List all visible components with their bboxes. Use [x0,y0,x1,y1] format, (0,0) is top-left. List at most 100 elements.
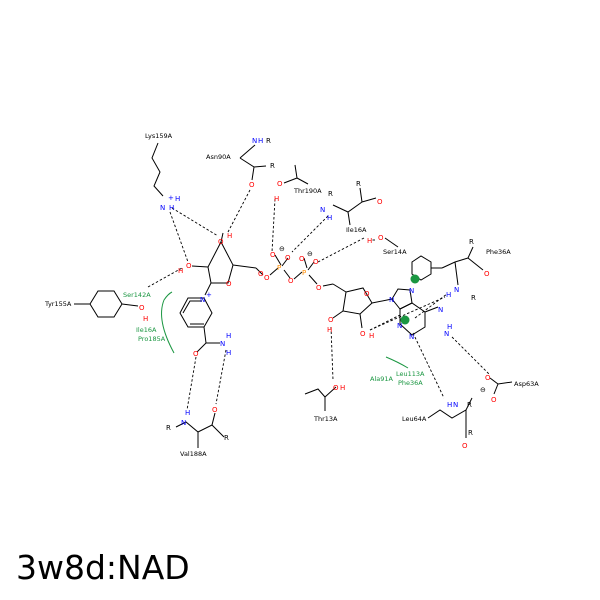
ile16-r-group-2: R [356,180,361,188]
val188-r-group: R [166,424,171,432]
leu64-hydrogen: H [447,401,452,409]
label-leu113: Leu113A [396,370,425,378]
label-phe36-top: Phe36A [486,248,511,256]
nad-ligand [179,232,439,353]
p2-negative-charge: ⊖ [307,250,313,258]
bridge-oxygen-1: O [264,274,270,282]
label-leu64: Leu64A [402,415,427,423]
lys-n-plus: + [168,194,174,202]
residue-thr13 [304,386,337,411]
ile16-hydrogen: H [327,214,332,222]
ile16-r-group: R [328,190,333,198]
ribose1-ring-oxygen: O [226,280,232,288]
label-thr13: Thr13A [313,415,338,423]
ribose2-o2-hydrogen: H [369,332,374,340]
residue-ile16-backbone [332,187,377,226]
ribose1-o3-hydrogen: H [178,267,183,275]
phe36-r-group: R [469,238,474,246]
adenine-ring [391,288,439,336]
residue-labels: Lys159A Asn90A Thr190A Ile16A Ser14A Phe… [44,132,539,458]
amide-nitrogen: N [220,340,225,348]
residue-leu64 [427,397,473,438]
structure-caption: 3w8d:NAD [16,548,190,587]
amide-hydrogen-1: H [226,332,231,340]
val188-oxygen: O [212,406,218,414]
pi-stacking-marker-adenine [400,315,410,325]
phosphorus-2: P [302,269,306,277]
asp63-oxygen-2: O [491,396,497,404]
ser14-hydrogen: H [367,237,372,245]
ribose2-o3-oxygen: O [328,316,334,324]
asn-r-group: R [266,137,271,145]
asn-r-group-2: R [270,162,275,170]
asn-hydrogen: H [258,137,263,145]
tyr-oxygen: O [139,304,145,312]
phe36-r-group-2: R [471,294,476,302]
asn-nitrogen: N [252,137,257,145]
thr190-hydrogen: H [274,195,279,203]
p1-oxygen-b: O [270,251,276,259]
residue-val188 [175,412,225,448]
o5-adenosine-oxygen: O [316,284,322,292]
p1-negative-charge: ⊖ [279,245,285,253]
label-ile16-green: Ile16A [136,326,157,334]
ribose1-o2-oxygen: O [218,238,224,246]
ser14-oxygen: O [378,234,384,242]
label-ser14: Ser14A [383,248,407,256]
phe36-hydrogen: H [446,291,451,299]
p1-oxygen-a: O [285,254,291,262]
adenine-n6: N [438,306,443,314]
amide-oxygen: O [193,350,199,358]
nicotinamide-ribose [191,232,257,296]
atom-labels: N + H H N H R R O O H N H R R O H O O H … [139,137,497,450]
asp63-oxygen-1: O [485,374,491,382]
asp63-negative-charge: ⊖ [480,386,486,394]
residue-phe36 [411,246,484,286]
phosphorus-1: P [277,264,281,272]
nicotinamide-nitrogen: N [200,296,205,304]
thr13-oxygen: O [333,384,339,392]
residue-asp63 [489,377,513,395]
label-asp63: Asp63A [514,380,539,388]
ribose2-ring-oxygen: O [364,290,370,298]
residue-tyr155 [74,290,139,318]
label-ile16-top: Ile16A [346,226,367,234]
residue-asn90 [239,144,267,181]
phe36-nitrogen: N [454,286,459,294]
p2-oxygen-a: O [313,258,319,266]
adenine-n7: N [409,287,414,295]
ribose1-o3-oxygen: O [186,262,192,270]
adenine-n1: N [409,333,414,341]
pyrophosphate [255,254,334,287]
p2-oxygen-b: O [299,255,305,263]
nicotinamide-ring [179,297,220,353]
ile16-nitrogen: N [320,206,325,214]
label-ser142: Ser142A [123,291,151,299]
hydrophobic-contacts [161,291,409,369]
leu64-oxygen: O [462,442,468,450]
bridge-oxygen-2: O [288,277,294,285]
val188-nitrogen: N [181,419,186,427]
hydrogen-bonds [147,189,491,411]
val188-hydrogen: H [185,409,190,417]
ribose2-o3-hydrogen: H [327,326,332,334]
label-thr190: Thr190A [293,187,322,195]
adenine-n6-hydrogen: H [447,323,452,331]
ile16-oxygen: O [377,198,383,206]
residue-thr190 [283,164,309,185]
leu64-r-group: R [467,401,472,409]
leu64-nitrogen: N [453,401,458,409]
nicotinamide-n-plus: + [206,291,212,299]
phe36-oxygen: O [484,270,490,278]
adenine-n3: N [397,322,402,330]
pi-stacking-marker-phe36 [410,274,420,284]
thr13-hydrogen: H [340,384,345,392]
label-tyr155: Tyr155A [44,300,72,308]
residue-lys159 [151,142,164,197]
adenine-n6-nitrogen: N [444,330,449,338]
residue-ser14 [384,237,399,248]
tyr-hydrogen: H [143,315,148,323]
lys-hydrogen-2: H [169,204,174,212]
adenosine-ribose [332,283,393,329]
